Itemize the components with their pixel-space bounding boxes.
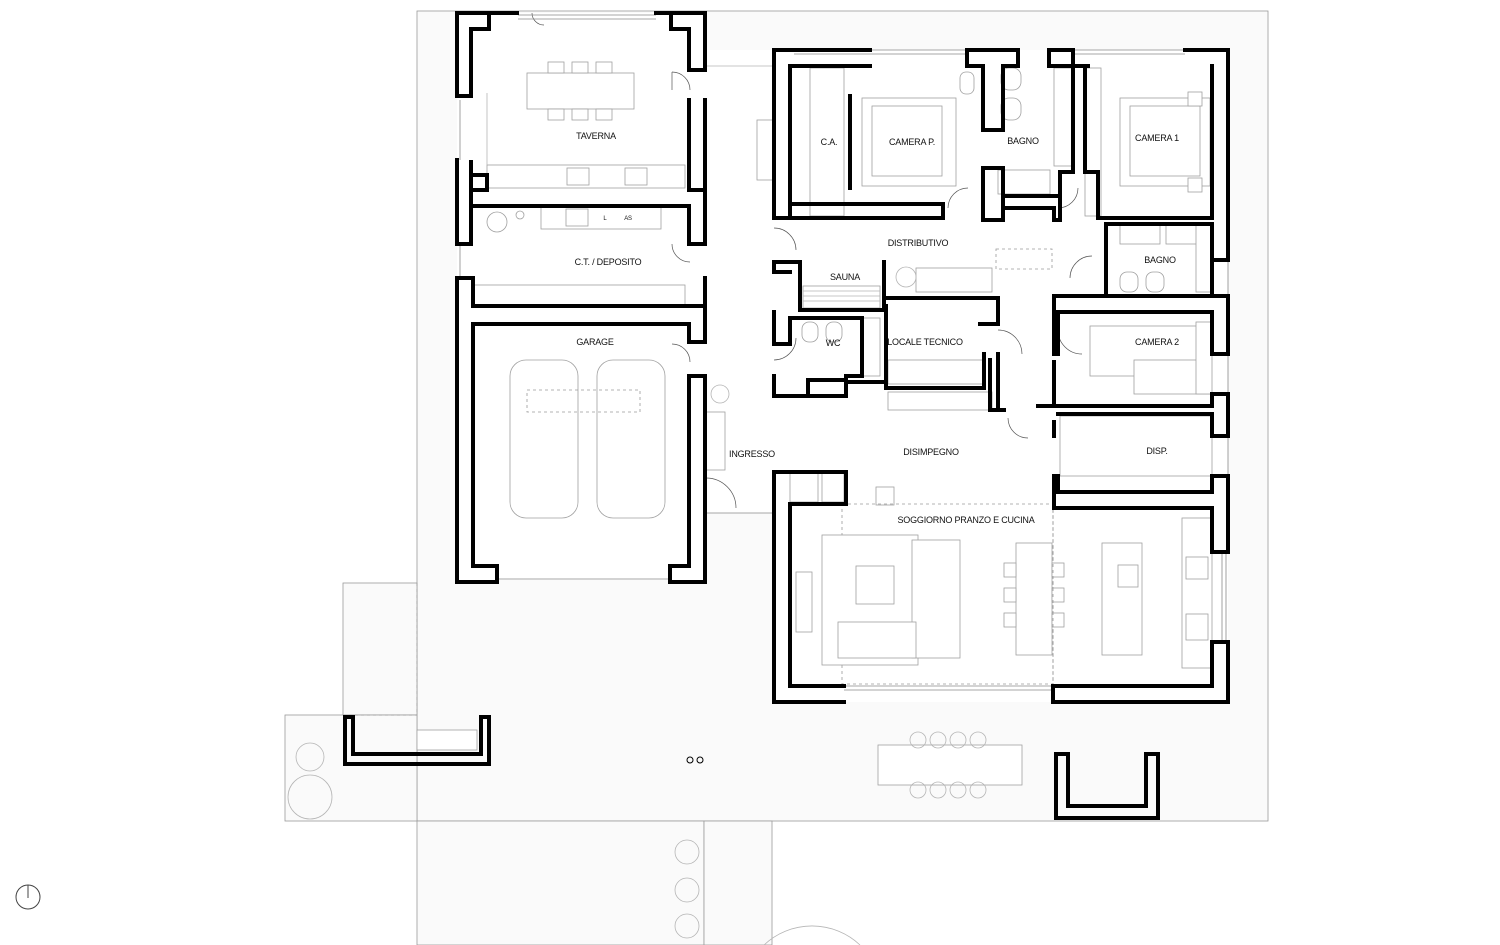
label-garage: GARAGE [576,337,614,347]
north-arrow-icon [15,884,41,910]
label-camera-2: CAMERA 2 [1135,337,1179,347]
room-labels: TAVERNA C.T. / DEPOSITO GARAGE C.A. CAME… [575,131,1180,525]
label-ingresso: INGRESSO [729,449,775,459]
label-ca: C.A. [821,137,838,147]
label-disimpegno: DISIMPEGNO [903,447,959,457]
label-camera-1: CAMERA 1 [1135,133,1179,143]
label-wc: WC [826,338,841,348]
label-distributivo: DISTRIBUTIVO [888,238,949,248]
label-sauna: SAUNA [830,272,860,282]
label-asciugatrice: AS [624,216,632,222]
label-taverna: TAVERNA [576,131,616,141]
label-bagno-2: BAGNO [1144,255,1176,265]
walls [343,11,1230,820]
label-lavatrice: L [603,216,607,222]
label-disp: DISP. [1146,446,1167,456]
label-soggiorno: SOGGIORNO PRANZO E CUCINA [897,515,1034,525]
label-camera-p: CAMERA P. [889,137,935,147]
label-locale-tecnico: LOCALE TECNICO [887,337,963,347]
label-bagno-1: BAGNO [1007,136,1039,146]
furniture [287,61,1213,945]
label-ct-deposito: C.T. / DEPOSITO [575,257,642,267]
